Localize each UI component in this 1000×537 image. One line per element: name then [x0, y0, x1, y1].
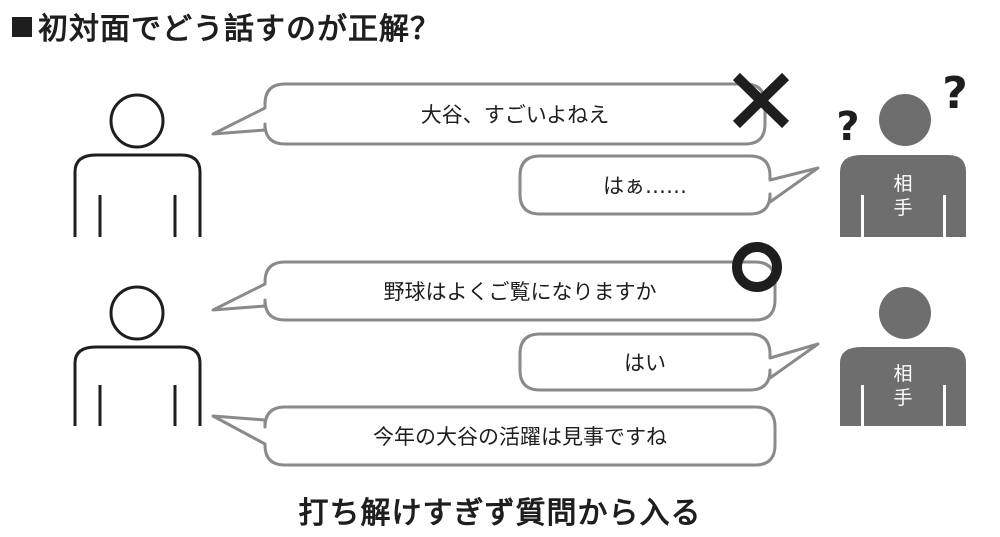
partner-arm-line: [943, 385, 946, 426]
square-bullet-icon: [12, 17, 32, 37]
partner-label-bottom: 相手: [893, 363, 913, 409]
bubble-text-bottom-2: はい: [624, 351, 666, 375]
diagram-caption: 打ち解けすぎず質問から入る: [298, 496, 702, 531]
partner-figure-bottom: [840, 287, 966, 426]
partner-arm-line: [861, 385, 864, 426]
partner-figure-top: [840, 94, 966, 237]
speaker-figure-top: [73, 93, 202, 237]
partner-label-top: 相手: [893, 173, 913, 219]
cross-mark-icon: [732, 72, 790, 129]
page-heading-text: 初対面でどう話すのが正解？: [38, 12, 441, 47]
question-mark-icon: ?: [942, 68, 968, 119]
speech-bubble-top-2: [518, 154, 820, 216]
circle-mark-icon: [732, 242, 782, 292]
bubble-text-top-2: はぁ……: [603, 174, 687, 198]
bubble-text-top-1: 大谷、すごいよねえ: [420, 103, 610, 127]
page-heading: 初対面でどう話すのが正解？: [12, 4, 441, 48]
partner-arm-line: [943, 195, 946, 237]
partner-arm-line: [861, 195, 864, 237]
speech-bubble-bottom-3: [211, 405, 777, 467]
speech-bubble-bottom-2: [518, 332, 820, 392]
bubble-text-bottom-3: 今年の大谷の活躍は見事ですね: [373, 425, 667, 449]
bubble-text-bottom-1: 野球はよくご覧になりますか: [383, 280, 657, 304]
speaker-figure-bottom: [73, 285, 202, 426]
question-mark-icon: ?: [836, 104, 859, 150]
